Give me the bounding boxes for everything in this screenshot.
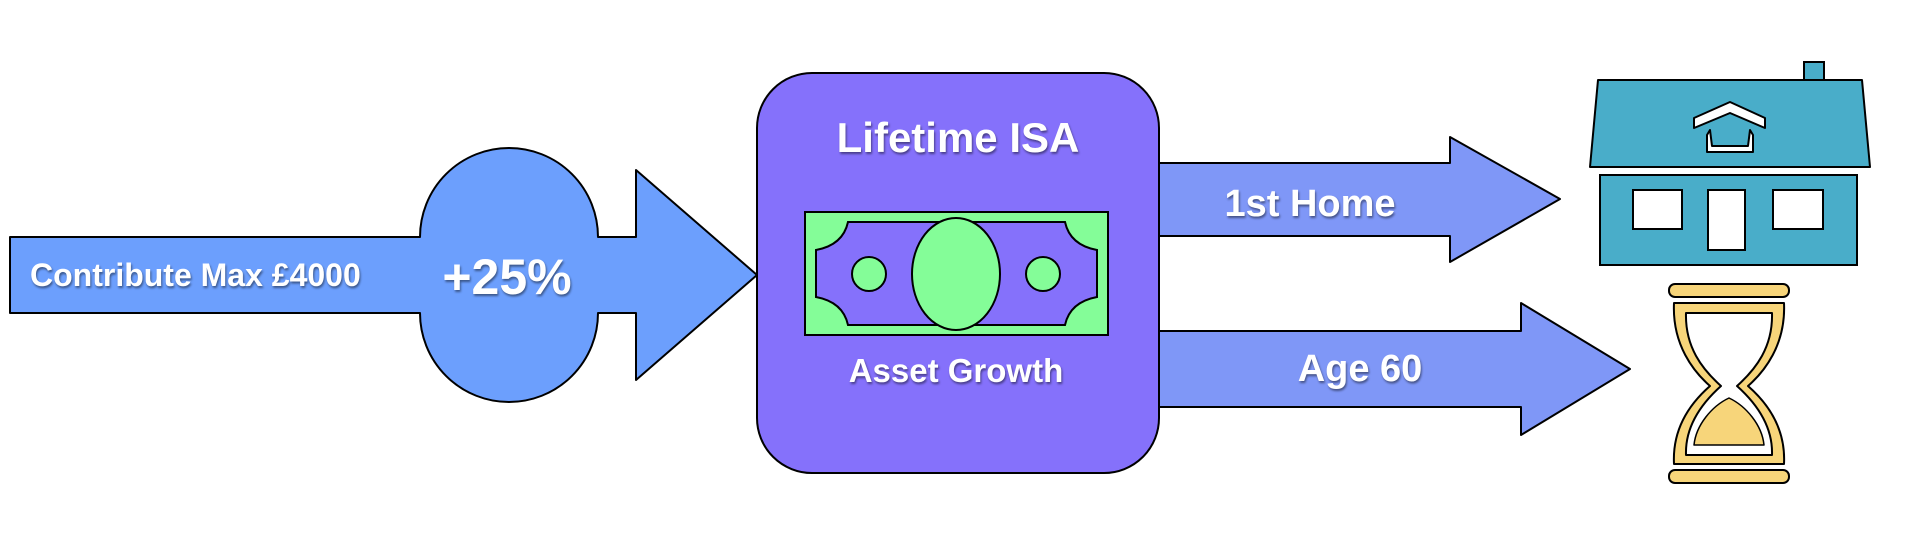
first-home-arrow-shape: [1158, 136, 1561, 263]
house-icon: [1589, 61, 1871, 266]
isa-box-title: Lifetime ISA: [837, 114, 1080, 161]
contribution-arrow: Contribute Max £4000 +25%: [9, 147, 758, 403]
contribution-arrow-shape: [9, 147, 758, 403]
age-60-arrow-shape: [1158, 302, 1631, 436]
age-60-label: Age 60: [1298, 348, 1423, 390]
first-home-label: 1st Home: [1224, 183, 1395, 225]
isa-box-subtitle: Asset Growth: [849, 352, 1064, 389]
isa-box: Lifetime ISA Asset Growth: [756, 72, 1160, 474]
outcome-arrow-first-home: 1st Home: [1158, 136, 1561, 263]
outcome-arrow-age-60: Age 60: [1158, 302, 1631, 436]
bonus-label: +25%: [442, 249, 571, 305]
banknote-icon: [804, 211, 1109, 336]
hourglass-icon: [1668, 283, 1790, 484]
contribution-label: Contribute Max £4000: [30, 257, 361, 293]
